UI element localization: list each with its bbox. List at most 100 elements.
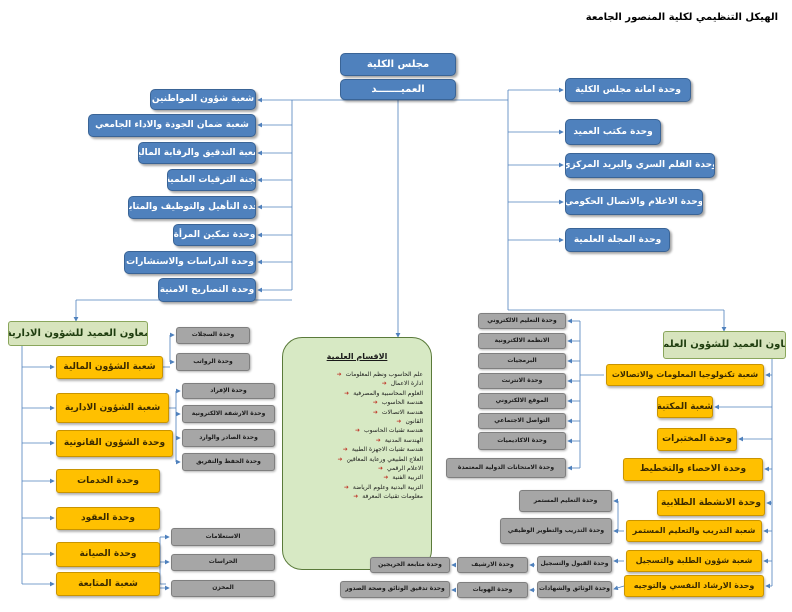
- left-unit-box: شعبة التدقيق والرقابة المالية: [138, 142, 256, 164]
- it-sub-unit-box: وحدة الاكاديميات: [478, 432, 566, 450]
- department-name: معلومات تقنيات المعرفة: [362, 493, 423, 501]
- right-unit-box: وحدة امانة مجلس الكلية: [565, 78, 691, 102]
- arrow-bullet-icon: ➜: [396, 418, 402, 426]
- department-item: الهندسة المدنية➜: [287, 436, 423, 445]
- it-sub-unit-box: البرمجيات: [478, 353, 566, 369]
- department-name: القانون: [405, 418, 423, 426]
- student-sub-unit-box: وحدة الارشيف: [457, 557, 528, 573]
- arrow-bullet-icon: ➜: [353, 493, 359, 501]
- admin-section-box: شعبة المتابعة: [56, 572, 160, 596]
- admin-sub-unit-box: وحدة الارشفة الالكترونية: [182, 405, 275, 423]
- admin-vice-dean-box: معاون العميد للشؤون الادارية: [8, 321, 148, 346]
- departments-title: الاقسام العلمية: [326, 352, 388, 361]
- arrow-bullet-icon: ➜: [337, 455, 343, 463]
- department-name: التربية الفنية: [392, 474, 423, 482]
- admin-sub-unit-box: وحدة السجلات: [176, 327, 250, 344]
- admin-sub-unit-box: المخزن: [171, 580, 275, 597]
- arrow-bullet-icon: ➜: [375, 436, 381, 444]
- scientific-section-box: وحدة المختبرات: [657, 428, 737, 451]
- student-sub-unit-box: وحدة القبول والتسجيل: [537, 556, 612, 573]
- department-item: هندسة الاتصالات➜: [287, 408, 423, 417]
- admin-sub-unit-box: الاستعلامات: [171, 528, 275, 546]
- it-sub-unit-box: الانظمة الالكترونية: [478, 333, 566, 349]
- training-sub-unit-box: وحدة التدريب والتطوير الوظيفي: [500, 518, 612, 544]
- chart-title: الهيكل التنظيمي لكلية المنصور الجامعة: [585, 12, 778, 23]
- scientific-section-box: وحدة الارشاد النفسي والتوجيه: [624, 575, 764, 597]
- arrow-bullet-icon: ➜: [372, 408, 378, 416]
- scientific-section-box: شعبة المكتبة: [657, 396, 713, 418]
- department-name: الاعلام الرقمي: [386, 465, 423, 473]
- student-sub-unit-box: وحدة الوثائق والشهادات: [537, 581, 612, 598]
- admin-section-box: وحدة الشؤون القانونية: [56, 430, 173, 457]
- arrow-bullet-icon: ➜: [344, 389, 350, 397]
- department-name: الهندسة المدنية: [384, 436, 423, 444]
- department-item: التربية الفنية➜: [287, 473, 423, 482]
- scientific-section-box: شعبة التدريب والتعليم المستمر: [626, 520, 762, 542]
- left-unit-box: وحدة التأهيل والتوظيف والمتابعة: [128, 196, 256, 219]
- left-unit-box: شعبة ضمان الجودة والاداء الجامعي: [88, 114, 256, 137]
- department-name: هندسة الحاسوب: [381, 399, 423, 407]
- admin-sub-unit-box: الحراسات: [171, 554, 275, 571]
- department-name: هندسة تقنيات الحاسوب: [364, 427, 423, 435]
- arrow-bullet-icon: ➜: [381, 380, 387, 388]
- training-sub-unit-box: وحدة التعليم المستمر: [519, 490, 612, 512]
- scientific-section-box: شعبة تكنولوجيا المعلومات والاتصالات: [606, 364, 764, 386]
- scientific-departments-panel: الاقسام العلمية علم الحاسوب ونظم المعلوم…: [282, 337, 432, 570]
- admin-section-box: وحدة العقود: [56, 507, 160, 530]
- college-council-box: مجلس الكلية: [340, 53, 456, 76]
- arrow-bullet-icon: ➜: [343, 483, 349, 491]
- right-unit-box: وحدة الاعلام والاتصال الحكومي: [565, 189, 703, 215]
- department-item: الاعلام الرقمي➜: [287, 464, 423, 473]
- admin-sub-unit-box: وحدة الإفراد: [182, 383, 275, 399]
- department-item: هندسة تقنيات الحاسوب➜: [287, 426, 423, 435]
- right-unit-box: وحدة القلم السري والبريد المركزي: [565, 153, 715, 178]
- student-sub-unit-box: وحدة متابعة الخريجين: [370, 557, 450, 573]
- admin-sub-unit-box: وحدة الحفظ والتفريق: [182, 453, 275, 471]
- arrow-bullet-icon: ➜: [377, 465, 383, 473]
- left-unit-box: لجنة الترقيات العلمية: [167, 169, 256, 191]
- scientific-vice-dean-box: معاون العميد للشؤون العلمية: [663, 331, 786, 359]
- admin-section-box: وحدة الصيانة: [56, 542, 160, 567]
- department-name: التربية البدنية وعلوم الرياضة: [352, 483, 423, 491]
- it-sub-unit-box: الموقع الالكتروني: [478, 393, 566, 409]
- department-item: العلوم المحاسبية والمصرفية➜: [287, 389, 423, 398]
- left-unit-box: وحدة الدراسات والاستشارات: [124, 251, 256, 274]
- student-sub-unit-box: وحدة الهويات: [457, 582, 528, 598]
- department-item: علم الحاسوب ونظم المعلومات➜: [287, 370, 423, 379]
- scientific-section-box: وحدة الاحصاء والتخطيط: [623, 458, 763, 481]
- department-name: ادارة الاعمال: [390, 380, 423, 388]
- arrow-bullet-icon: ➜: [383, 474, 389, 482]
- it-sub-unit-box: وحدة الانترنت: [478, 373, 566, 389]
- department-item: القانون➜: [287, 417, 423, 426]
- left-unit-box: وحدة التصاريح الامنية: [158, 278, 256, 302]
- department-name: هندسة تقنيات الاجهزة الطبية: [351, 446, 423, 454]
- department-item: معلومات تقنيات المعرفة➜: [287, 492, 423, 501]
- department-item: التربية البدنية وعلوم الرياضة➜: [287, 483, 423, 492]
- right-unit-box: وحدة مكتب العميد: [565, 119, 661, 145]
- arrow-bullet-icon: ➜: [342, 446, 348, 454]
- department-item: العلاج الطبيعي ورعاية المعاقين➜: [287, 455, 423, 464]
- connector-line: [613, 585, 625, 591]
- department-name: علم الحاسوب ونظم المعلومات: [345, 371, 423, 378]
- admin-section-box: شعبة الشؤون المالية: [56, 356, 163, 379]
- admin-sub-unit-box: وحدة الرواتب: [176, 353, 250, 371]
- arrow-bullet-icon: ➜: [372, 399, 378, 407]
- it-sub-unit-box: وحدة التعليم الالكتروني: [478, 313, 566, 329]
- department-name: العلاج الطبيعي ورعاية المعاقين: [346, 455, 423, 463]
- admin-section-box: وحدة الخدمات: [56, 469, 160, 493]
- admin-sub-unit-box: وحدة الصادر والوارد: [182, 429, 275, 447]
- department-name: هندسة الاتصالات: [381, 408, 423, 416]
- it-sub-unit-box: وحدة الامتحانات الدولية المعتمدة: [446, 458, 566, 478]
- department-item: ادارة الاعمال➜: [287, 379, 423, 388]
- admin-section-box: شعبة الشؤون الادارية: [56, 393, 169, 423]
- scientific-section-box: وحدة الانشطة الطلابية: [657, 490, 765, 516]
- arrow-bullet-icon: ➜: [336, 371, 342, 378]
- dean-box: العميـــــــد: [340, 79, 456, 100]
- arrow-bullet-icon: ➜: [355, 427, 361, 435]
- department-item: هندسة الحاسوب➜: [287, 398, 423, 407]
- department-item: هندسة تقنيات الاجهزة الطبية➜: [287, 445, 423, 454]
- scientific-section-box: شعبة شؤون الطلبة والتسجيل: [626, 550, 762, 572]
- it-sub-unit-box: التواصل الاجتماعي: [478, 413, 566, 429]
- right-unit-box: وحدة المجلة العلمية: [565, 228, 670, 252]
